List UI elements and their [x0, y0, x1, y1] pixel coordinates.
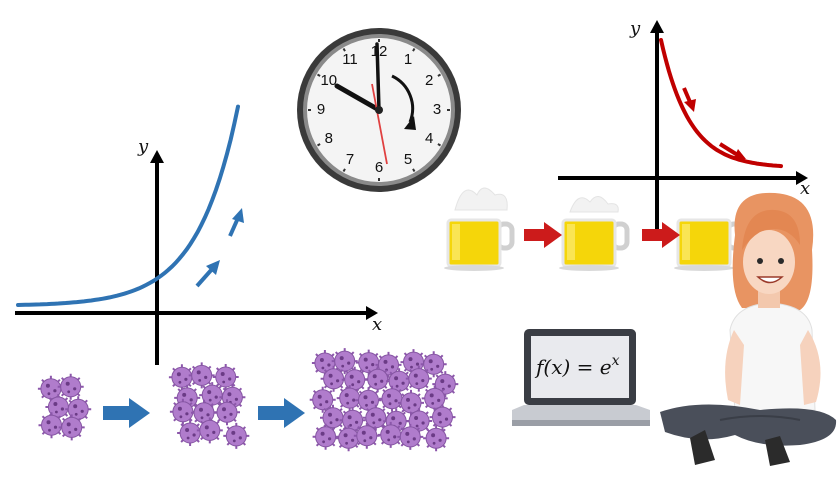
clock-number: 2 [425, 72, 433, 89]
hour-hand [334, 83, 382, 113]
clock-number: 3 [433, 101, 441, 118]
clock-number: 7 [346, 151, 354, 168]
clock-number: 6 [375, 159, 383, 176]
arrow-right-icon [103, 398, 150, 428]
beer-mug-icon [444, 187, 512, 271]
decay-trend-arrow [718, 142, 746, 160]
laptop-formula: f(x) = ex [534, 353, 620, 379]
decay-x-label: x [800, 178, 810, 199]
clock-number: 10 [320, 72, 337, 89]
growth-graph: x y [15, 104, 382, 365]
growth-x-arrowhead [366, 306, 378, 320]
growth-y-label: y [137, 136, 149, 157]
virus-cluster-small [36, 372, 93, 442]
virus-icon [56, 372, 85, 401]
clock-number: 9 [317, 101, 325, 118]
growth-curve [16, 104, 240, 307]
arrow-right-icon [642, 222, 680, 248]
clock-tick [342, 48, 346, 52]
virus-growth-sequence [36, 347, 460, 453]
clock-number: 12 [371, 43, 388, 60]
pants [660, 404, 837, 446]
decay-x-arrowhead [796, 171, 808, 185]
virus-icon [187, 361, 216, 390]
beer-mug-icon [674, 220, 742, 271]
clock-tick [342, 168, 346, 172]
clock-tick [317, 73, 321, 77]
laptop-screen [531, 336, 629, 398]
decay-trend-arrow [682, 87, 696, 112]
virus-icon [176, 419, 205, 447]
arrow-right-icon [258, 398, 305, 428]
clock-tick [437, 73, 441, 77]
clock-number: 4 [425, 130, 433, 147]
clock-number: 8 [325, 130, 333, 147]
decay-curve [659, 38, 783, 169]
minute-hand [375, 42, 381, 112]
clock-number: 1 [404, 51, 412, 68]
virus-cluster-large [308, 347, 460, 453]
clock-tick [437, 143, 441, 147]
virus-icon [167, 363, 196, 392]
growth-trend-arrow [195, 260, 220, 288]
shoe [690, 430, 715, 465]
face [743, 230, 795, 294]
virus-icon [222, 421, 251, 450]
arrow-right-icon [524, 222, 562, 248]
laptop: f(x) = ex [512, 329, 650, 426]
beer-mug-icon [559, 196, 627, 271]
clockwise-arrow-icon [404, 116, 416, 130]
clock-tick [412, 48, 416, 52]
growth-x-label: x [372, 314, 382, 335]
decay-y-label: y [629, 18, 641, 39]
clock-tick [412, 168, 416, 172]
decay-graph: x y [558, 18, 810, 230]
decay-y-arrowhead [650, 20, 664, 33]
clock-number: 11 [342, 51, 358, 68]
shoe [765, 436, 790, 466]
virus-cluster-medium [167, 361, 251, 450]
growth-trend-arrow [228, 208, 244, 237]
clock-number: 5 [404, 151, 412, 168]
growth-y-arrowhead [150, 150, 164, 163]
woman-character [660, 192, 837, 466]
clock-tick [317, 143, 321, 147]
beer-sequence [444, 187, 742, 271]
second-hand [371, 83, 388, 165]
